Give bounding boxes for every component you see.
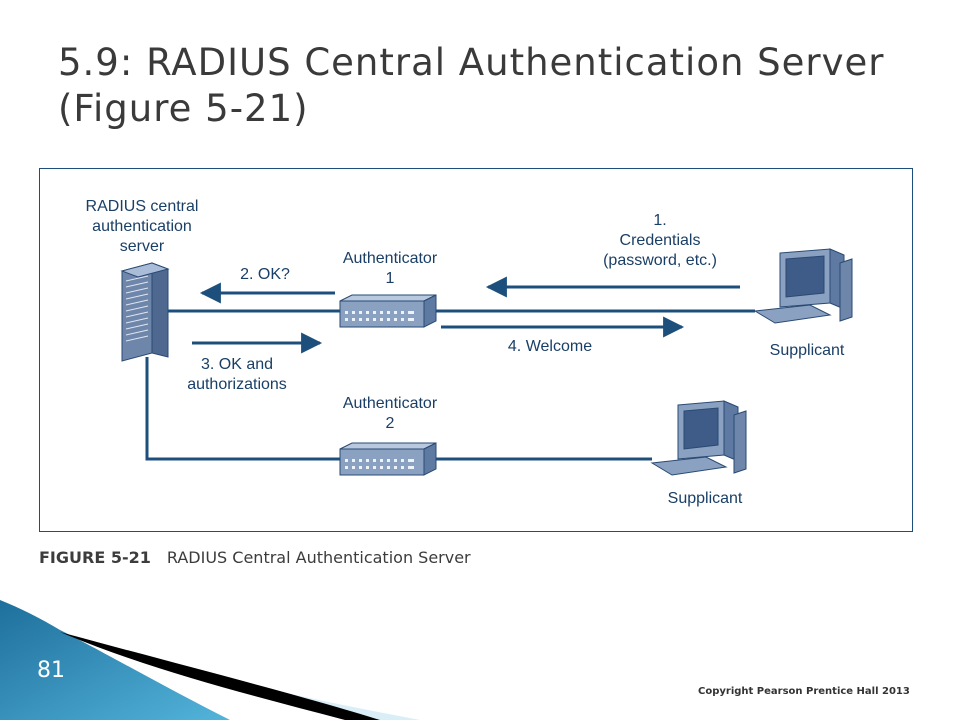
authenticator-1-label-line-2: 1 (385, 270, 395, 287)
ok-and-authorizations-label: 3. OK and authorizations (167, 355, 307, 395)
copyright-notice: Copyright Pearson Prentice Hall 2013 (698, 686, 910, 697)
authenticator-2-label: Authenticator 2 (320, 394, 460, 434)
authenticator-2-label-line-1: Authenticator (342, 395, 438, 412)
slide-title-line-2: (Figure 5-21) (58, 87, 309, 130)
credentials-label-line-3: (password, etc.) (603, 252, 717, 269)
decorative-swoosh (0, 600, 420, 720)
radius-server-label: RADIUS central authentication server (62, 197, 222, 257)
radius-server-label-line-1: RADIUS central (85, 198, 199, 215)
diagram-svg (120, 248, 853, 476)
figure-diagram: RADIUS central authentication server Aut… (39, 168, 913, 532)
credentials-label-line-1: 1. (653, 212, 667, 229)
authenticator-2-switch-icon (339, 442, 437, 476)
supplicant-1-computer-icon (753, 248, 853, 324)
radius-server-label-line-3: server (119, 238, 165, 255)
ok-and-authorizations-label-line-1: 3. OK and (200, 356, 274, 373)
authenticator-2-label-line-2: 2 (385, 415, 395, 432)
link-server-to-authenticator-2 (145, 357, 340, 461)
credentials-label: 1. Credentials (password, etc.) (580, 211, 740, 271)
authenticator-1-label: Authenticator 1 (320, 249, 460, 289)
supplicant-2-computer-icon (650, 400, 747, 476)
ok-query-label: 2. OK? (240, 266, 290, 283)
supplicant-2-label: Supplicant (667, 490, 743, 507)
authenticator-1-label-line-1: Authenticator (342, 250, 438, 267)
figure-caption: FIGURE 5-21 RADIUS Central Authentication… (39, 548, 471, 567)
figure-caption-text: RADIUS Central Authentication Server (166, 548, 471, 567)
authenticator-1-switch-icon (339, 294, 437, 328)
figure-number: FIGURE 5-21 (39, 548, 151, 567)
credentials-label-line-2: Credentials (619, 232, 701, 249)
supplicant-1-label: Supplicant (769, 342, 845, 359)
radius-server-icon (120, 262, 170, 362)
welcome-label: 4. Welcome (507, 338, 593, 355)
slide-title-line-1: 5.9: RADIUS Central Authentication Serve… (58, 41, 885, 84)
ok-and-authorizations-label-line-2: authorizations (187, 376, 287, 393)
slide-number: 81 (37, 658, 65, 683)
slide-title: 5.9: RADIUS Central Authentication Serve… (58, 40, 918, 132)
radius-server-label-line-2: authentication (92, 218, 192, 235)
